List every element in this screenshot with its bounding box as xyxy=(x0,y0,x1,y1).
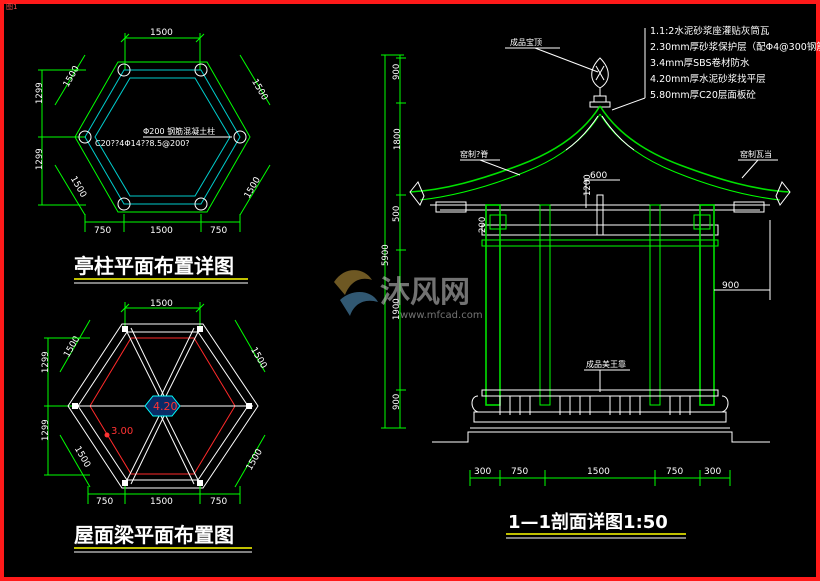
plan1-dim-diag-tr: 1500 xyxy=(249,78,269,103)
plan2-level-center: 4.20 xyxy=(153,400,178,413)
section-dim-900: 900 xyxy=(722,281,739,291)
section-label-bench: 成品美王靠 xyxy=(586,359,626,369)
plan1-dim-bottom-2: 1500 xyxy=(150,226,173,236)
section-label-eave-tile: 窑制瓦当 xyxy=(740,149,772,159)
section-label-ridge: 窑制?脊 xyxy=(460,149,488,159)
plan2-dim-bottom-1: 750 xyxy=(96,497,113,507)
section-dim-left-900-top: 900 xyxy=(392,64,402,80)
section-dim-bottom-3: 1500 xyxy=(587,467,610,477)
plan2-dim-diag-br: 1500 xyxy=(245,447,265,472)
section-dim-bottom-4: 750 xyxy=(666,467,683,477)
section-dim-bottom-1: 300 xyxy=(474,467,491,477)
section-layer-4: 4.20mm厚水泥砂浆找平层 xyxy=(650,73,766,85)
section-layer-3: 3.4mm厚SBS卷材防水 xyxy=(650,57,750,69)
watermark-url: www.mfcad.com xyxy=(400,310,483,321)
plan1-dim-left-2: 1299 xyxy=(35,148,45,170)
section-dim-600: 600 xyxy=(590,171,607,181)
plan2-dim-diag-bl: 1500 xyxy=(72,445,92,470)
section-dim-bottom-2: 750 xyxy=(511,467,528,477)
plan1-dim-diag-bl: 1500 xyxy=(68,175,88,200)
plan2-title: 屋面梁平面布置图 xyxy=(74,523,234,547)
plan2-level-side: 3.00 xyxy=(111,426,133,437)
section-layer-1: 1.1:2水泥砂浆座灌贴灰筒瓦 xyxy=(650,25,770,37)
section-dim-200: 200 xyxy=(478,217,488,233)
section-title: 1—1剖面详图1:50 xyxy=(508,511,668,533)
plan1-dim-diag-tl: 1500 xyxy=(62,64,82,89)
watermark: 沐风网 www.mfcad.com xyxy=(334,270,483,321)
section-layer-5: 5.80mm厚C20层面板砼 xyxy=(650,89,756,101)
plan1-dim-diag-br: 1500 xyxy=(243,175,263,200)
plan1-dim-top: 1500 xyxy=(150,28,173,38)
section-dim-1200: 1200 xyxy=(583,174,593,196)
plan1-dim-bottom-3: 750 xyxy=(210,226,227,236)
section-label-finial: 成品宝顶 xyxy=(510,37,542,47)
column-circles xyxy=(78,63,247,211)
bench-railing xyxy=(499,396,691,415)
section-dim-bottom-5: 300 xyxy=(704,467,721,477)
section-dim-left-1900: 1900 xyxy=(392,298,402,320)
plan2-dim-bottom-3: 750 xyxy=(210,497,227,507)
plan2-dim-top: 1500 xyxy=(150,299,173,309)
plan1-dim-left-1: 1299 xyxy=(35,82,45,104)
sheet-tag: 图1 xyxy=(6,3,18,11)
section-dim-left-total: 5900 xyxy=(381,244,391,266)
plan1-dim-bottom-1: 750 xyxy=(94,226,111,236)
section-dim-left-900-bottom: 900 xyxy=(392,394,402,410)
plan1-title: 亭柱平面布置详图 xyxy=(74,254,234,278)
section-dim-left-500: 500 xyxy=(392,206,402,222)
column-plan: 1500 1500 1500 1500 1500 1299 1299 Φ2 xyxy=(35,28,271,284)
plan1-note-rebar: C20??4Φ14??8.5@200? xyxy=(95,139,190,148)
plan2-dim-left-2: 1299 xyxy=(41,419,51,441)
plan2-dim-diag-tr: 1500 xyxy=(248,346,268,371)
section-layer-2: 2.30mm厚砂浆保护层（配Φ4@300钢筋） xyxy=(650,41,820,53)
plan2-dim-bottom-2: 1500 xyxy=(150,497,173,507)
section-dim-left-1800: 1800 xyxy=(393,128,403,150)
roof-beam-plan: 1500 1500 1500 1500 1500 1299 1299 xyxy=(41,299,268,553)
section-detail: 900 1800 500 5900 1900 900 xyxy=(381,25,820,539)
watermark-brand: 沐风网 xyxy=(380,275,470,310)
plan2-dim-left-1: 1299 xyxy=(41,351,51,373)
plan1-note-column: Φ200 钢筋混凝土柱 xyxy=(143,126,215,136)
